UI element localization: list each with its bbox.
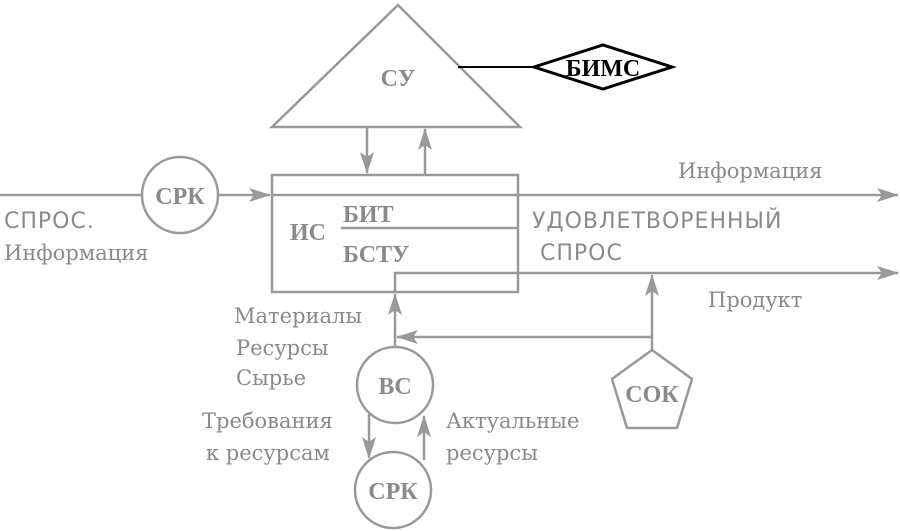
info-out-label: Информация bbox=[678, 159, 822, 183]
srk-bottom-label: СРК bbox=[368, 479, 418, 505]
su-label: СУ bbox=[381, 66, 416, 92]
product-label: Продукт bbox=[708, 288, 802, 312]
product-output-arrow bbox=[393, 266, 899, 292]
demand-label-2: Информация bbox=[4, 241, 148, 265]
srk-input-label: СРК bbox=[155, 184, 205, 210]
sok-label: СОК bbox=[625, 382, 679, 408]
satisfied-label-2: СПРОС bbox=[540, 241, 623, 266]
requirements-label-1: Требования bbox=[202, 409, 333, 433]
actual-label-1: Актуальные bbox=[446, 409, 579, 433]
materials-label-1: Материалы bbox=[234, 304, 362, 328]
materials-label-3: Сырье bbox=[236, 366, 306, 390]
is-label: ИС bbox=[290, 220, 326, 246]
vs-circle bbox=[355, 345, 435, 425]
bit-label: БИТ bbox=[343, 202, 394, 228]
satisfied-label-1: УДОВЛЕТВОРЕННЫЙ bbox=[532, 208, 782, 234]
materials-label-2: Ресурсы bbox=[236, 336, 329, 360]
demand-label-1: СПРОС. bbox=[4, 209, 95, 234]
srk-bottom-circle bbox=[353, 450, 433, 530]
vs-label: ВС bbox=[378, 374, 411, 400]
srk-input-circle bbox=[140, 155, 220, 235]
bims-diamond bbox=[529, 43, 677, 91]
sok-pentagon bbox=[610, 348, 694, 430]
bstu-label: БСТУ bbox=[343, 242, 410, 268]
requirements-label-2: к ресурсам bbox=[206, 441, 330, 465]
actual-label-2: ресурсы bbox=[446, 441, 538, 465]
bims-label: БИМС bbox=[566, 56, 641, 82]
